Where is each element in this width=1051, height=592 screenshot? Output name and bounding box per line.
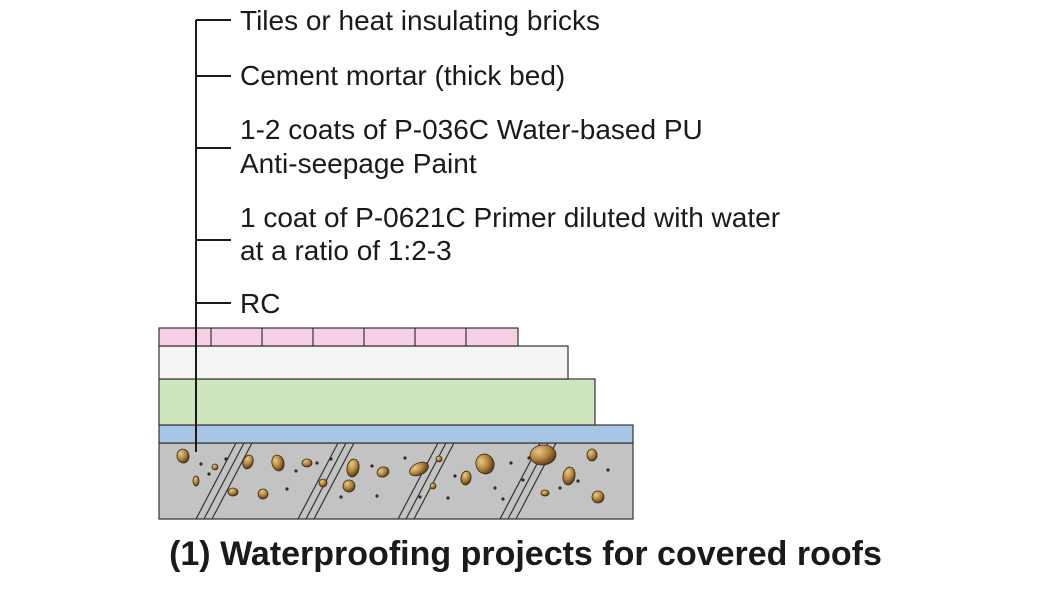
aggregate-grain [606, 468, 610, 472]
aggregate-grain [527, 456, 531, 460]
aggregate-stone [176, 448, 190, 464]
paint-layer [158, 378, 596, 426]
aggregate-grain [329, 457, 333, 461]
label-rc: RC [240, 288, 281, 319]
figure-caption: (1) Waterproofing projects for covered r… [169, 535, 882, 573]
aggregate-grain [294, 469, 298, 473]
aggregate-stone [429, 482, 437, 490]
aggregate-grain [199, 462, 203, 466]
aggregate-grain [501, 497, 505, 501]
aggregate-grain [339, 495, 343, 499]
aggregate-stone [301, 458, 313, 468]
aggregate-grain [453, 474, 457, 478]
aggregate-stone [342, 479, 356, 493]
aggregate-grain [224, 457, 228, 461]
leader-lines [195, 19, 231, 452]
aggregate-stone [409, 461, 429, 477]
aggregate-stone [435, 455, 443, 463]
aggregate-stone [586, 448, 598, 462]
aggregate-stones [176, 444, 610, 504]
label-cement-mortar: Cement mortar (thick bed) [240, 60, 566, 91]
aggregate-stone [460, 470, 472, 486]
aggregate-grain [558, 486, 562, 490]
aggregate-grain [418, 495, 422, 499]
aggregate-stone [192, 475, 200, 487]
aggregate-stone [346, 458, 360, 478]
aggregate-grain [521, 478, 525, 482]
label-paint-line2: Anti-seepage Paint [240, 148, 477, 179]
aggregate-grain [315, 461, 319, 465]
aggregate-grain [207, 472, 211, 476]
aggregate-stone [540, 489, 550, 497]
aggregate-grain [285, 487, 289, 491]
aggregate-stone [271, 454, 285, 472]
label-tiles: Tiles or heat insulating bricks [240, 5, 601, 36]
aggregate-stone [475, 453, 495, 475]
aggregate-stone [227, 487, 239, 497]
aggregate-stone [318, 478, 328, 488]
aggregate-stone [211, 463, 219, 471]
aggregate-grain [509, 461, 513, 465]
primer-layer [158, 424, 634, 444]
aggregate-stone [529, 444, 557, 466]
aggregate-stone [242, 454, 254, 470]
aggregate-grain [403, 456, 407, 460]
label-paint-line1: 1-2 coats of P-036C Water-based PU [240, 114, 703, 145]
aggregate-grain [375, 494, 379, 498]
aggregate-grain [576, 479, 580, 483]
aggregate-grain [493, 486, 497, 490]
mortar-layer [158, 345, 569, 380]
rc-layer [158, 442, 634, 520]
aggregate-stone [591, 490, 605, 504]
aggregate-grain [446, 496, 450, 500]
label-primer-line2: at a ratio of 1:2-3 [240, 235, 452, 266]
aggregate-stone [376, 466, 390, 478]
aggregate-stone [257, 488, 269, 500]
tiles-layer [158, 327, 519, 347]
label-primer-line1: 1 coat of P-0621C Primer diluted with wa… [240, 202, 781, 233]
aggregate-stone [562, 466, 576, 486]
aggregate-grain [370, 464, 374, 468]
